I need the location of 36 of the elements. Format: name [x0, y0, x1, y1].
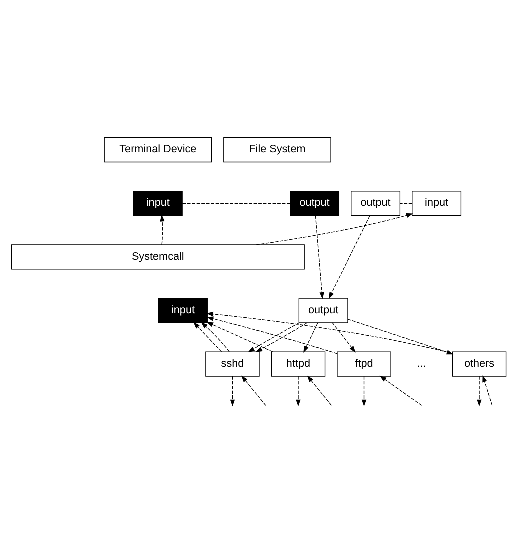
arrow — [255, 322, 308, 353]
arrow — [314, 216, 324, 300]
arrow — [476, 376, 482, 407]
arrow — [248, 322, 300, 353]
arrow — [206, 322, 273, 352]
node-box: httpd — [270, 352, 326, 377]
node-box: input — [132, 191, 182, 216]
node-box: sshd — [205, 352, 260, 377]
arrow — [332, 322, 356, 353]
arrow — [296, 376, 300, 407]
connector — [182, 203, 290, 204]
node-box: Systemcall — [10, 244, 304, 270]
node-box: ftpd — [336, 352, 391, 377]
arrow — [306, 376, 332, 406]
label: ... — [416, 358, 426, 370]
arrow — [303, 322, 318, 353]
arrow — [206, 316, 338, 354]
arrow — [361, 376, 366, 407]
arrow — [193, 322, 222, 352]
arrow — [160, 214, 164, 246]
arrow — [200, 322, 230, 352]
node-box: input — [412, 191, 462, 216]
arrow — [241, 376, 266, 406]
node-box: Terminal Device — [104, 138, 212, 163]
arrow — [256, 213, 413, 246]
arrow — [328, 216, 370, 300]
node-box: others — [452, 352, 506, 377]
arrow — [230, 376, 235, 407]
arrow — [379, 376, 422, 406]
node-box: output — [350, 191, 400, 216]
node-box: output — [290, 191, 339, 216]
node-box: input — [158, 298, 208, 324]
node-box: output — [298, 298, 348, 324]
arrow — [482, 376, 492, 406]
connector — [400, 203, 412, 204]
node-box: File System — [223, 138, 331, 163]
